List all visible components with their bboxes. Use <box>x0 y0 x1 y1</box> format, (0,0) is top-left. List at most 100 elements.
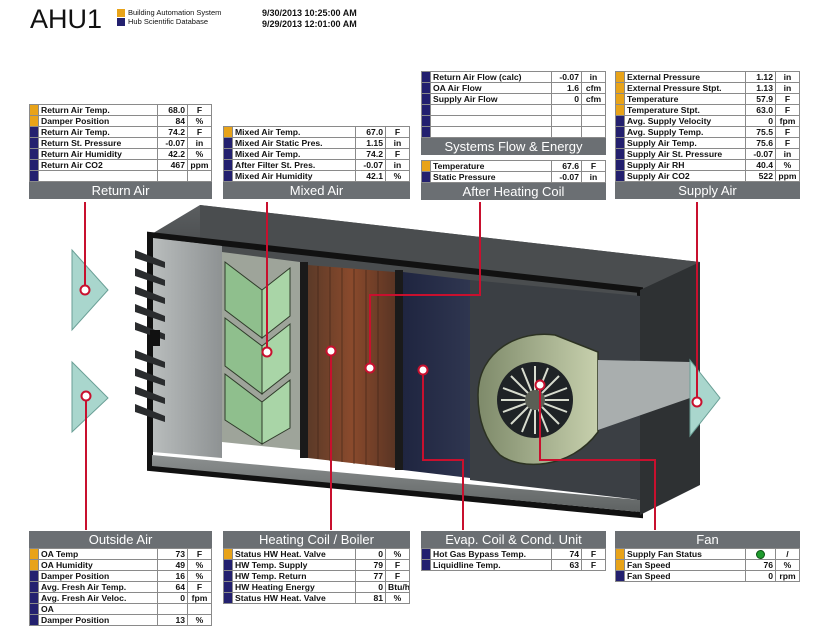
row-value: 79 <box>355 559 386 571</box>
row-value: 84 <box>157 115 188 127</box>
source-marker <box>615 547 625 561</box>
row-value: 0 <box>745 570 776 583</box>
damper-blades <box>135 250 165 422</box>
row-label: Return Air Flow (calc) <box>430 71 552 83</box>
row-value: 75.5 <box>745 126 776 138</box>
row-unit: F <box>385 148 410 160</box>
row-unit: in <box>775 71 800 83</box>
source-marker <box>421 104 431 116</box>
source-marker <box>615 71 625 83</box>
row-label: Damper Position <box>38 115 158 127</box>
timestamp-bas: 9/30/2013 10:25:00 AM <box>262 8 357 18</box>
row-label: After Filter St. Pres. <box>232 159 356 171</box>
legend-hub: Hub Scientific Database <box>128 17 209 26</box>
return-air-title: Return Air <box>29 182 212 199</box>
row-unit: cfm <box>581 93 606 105</box>
row-value: 1.13 <box>745 82 776 94</box>
row-unit: F <box>775 104 800 116</box>
fan-hub <box>525 390 545 410</box>
row-value: -0.07 <box>355 159 386 171</box>
row-unit: in <box>385 159 410 171</box>
row-label: Avg. Supply Velocity <box>624 115 746 127</box>
row-value: -0.07 <box>745 148 776 160</box>
source-marker <box>29 592 39 604</box>
row-label: Temperature Stpt. <box>624 104 746 116</box>
row-label: Damper Position <box>38 570 158 582</box>
source-marker <box>29 570 39 582</box>
row-unit: % <box>775 159 800 171</box>
source-marker <box>421 71 431 83</box>
row-unit: cfm <box>581 82 606 94</box>
source-marker <box>223 137 233 149</box>
row-unit: % <box>385 170 410 182</box>
source-marker <box>223 559 233 571</box>
evap-coil <box>403 272 470 478</box>
connector-markers <box>79 284 703 408</box>
row-label: OA <box>38 603 158 615</box>
row-label: Mixed Air Temp. <box>232 148 356 160</box>
source-marker <box>29 614 39 626</box>
table-row: OA <box>29 603 212 615</box>
source-marker <box>29 115 39 127</box>
source-marker <box>29 170 39 182</box>
source-legend: Building Automation System Hub Scientifi… <box>117 8 257 26</box>
row-label: Fan Speed <box>624 570 746 583</box>
row-unit <box>581 115 606 127</box>
row-unit: Btu/h <box>385 581 410 593</box>
row-unit: F <box>581 548 606 560</box>
row-label: Supply Air Flow <box>430 93 552 105</box>
table-row: Supply Fan Status/ <box>615 547 800 561</box>
source-marker <box>615 559 625 572</box>
row-unit: F <box>581 160 606 172</box>
row-unit <box>581 126 606 138</box>
table-row <box>29 170 212 182</box>
source-marker <box>421 171 431 183</box>
row-label <box>430 104 552 116</box>
row-label: Return Air Humidity <box>38 148 158 160</box>
row-label: Temperature <box>430 160 552 172</box>
row-value <box>157 603 188 615</box>
row-label: Status HW Heat. Valve <box>232 548 356 560</box>
row-value <box>551 115 582 127</box>
row-label <box>430 115 552 127</box>
row-value: 74 <box>551 548 582 560</box>
row-label: HW Temp. Supply <box>232 559 356 571</box>
row-unit: % <box>385 592 410 604</box>
row-value: 76 <box>745 559 776 572</box>
row-value: 74.2 <box>355 148 386 160</box>
row-unit: in <box>775 82 800 94</box>
row-unit: rpm <box>775 570 800 583</box>
row-label: HW Temp. Return <box>232 570 356 582</box>
row-value: 74.2 <box>157 126 188 138</box>
heating-coil-title: Heating Coil / Boiler <box>223 531 410 548</box>
row-value: 57.9 <box>745 93 776 105</box>
row-unit: % <box>775 559 800 572</box>
row-label: Fan Speed <box>624 559 746 572</box>
row-unit: F <box>775 93 800 105</box>
row-label: Liquidline Temp. <box>430 559 552 571</box>
row-label: Mixed Air Static Pres. <box>232 137 356 149</box>
row-unit: ppm <box>775 170 800 182</box>
row-value: 1.15 <box>355 137 386 149</box>
source-marker <box>29 548 39 560</box>
row-label: Return Air Temp. <box>38 104 158 116</box>
row-label: Supply Air RH <box>624 159 746 171</box>
row-label: Avg. Supply Temp. <box>624 126 746 138</box>
